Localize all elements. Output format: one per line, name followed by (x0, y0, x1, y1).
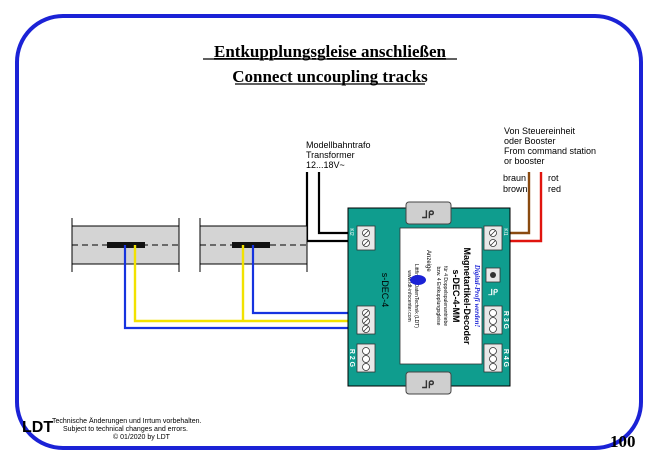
decoder-label (399, 227, 483, 365)
wire-transformer-2 (317, 172, 357, 235)
footer-line-3: © 01/2020 by LDT (113, 433, 171, 441)
decoder-model-small: s-DEC-4 (380, 273, 390, 308)
terminal-label-kl1: Kl1 (502, 228, 508, 235)
clip-logo-bottom: ᒧᑭ (422, 380, 435, 391)
wire-brown-label-en: brown (503, 184, 528, 194)
terminal-block-outputs-1 (356, 305, 376, 335)
title-english: Connect uncoupling tracks (232, 67, 428, 86)
command-station-label-4: or booster (504, 156, 545, 166)
mounting-clip-bottom (405, 371, 452, 395)
footer-line-1: Technische Änderungen und Irrtum vorbeha… (52, 417, 201, 425)
decoder-slogan: Digital-Profi werden! (473, 264, 481, 328)
ce-mark (410, 275, 426, 285)
clip-logo-top: ᒧᑭ (422, 210, 435, 221)
wire-red (497, 172, 543, 243)
wire-blue-track-1 (123, 245, 358, 330)
decoder-company-2: www.ldt-infocenter.com (406, 270, 412, 321)
command-station-label-3: From command station (504, 146, 596, 156)
terminal-block-transformer (356, 225, 376, 251)
wire-blue-track-2 (251, 245, 358, 315)
terminal-label-kl2: Kl2 (348, 228, 354, 235)
footer-line-2: Subject to technical changes and errors. (63, 426, 188, 433)
wire-yellow-track-1 (133, 245, 358, 323)
page-number: 100 (610, 432, 636, 451)
terminal-label-r3g: R 3 G (502, 311, 509, 330)
transformer-label-2: Transformer (306, 150, 355, 160)
wire-red-label-de: rot (548, 173, 559, 183)
wire-red-label-en: red (548, 184, 561, 194)
ldt-logo: LDT (22, 419, 53, 436)
decoder-desc-1: für 4 Doppelspulenantriebe (442, 266, 448, 326)
decoder-company-1: Littfinski DatenTechnik (LDT) (413, 264, 419, 328)
terminal-block-outputs-2 (356, 343, 376, 373)
command-station-label-1: Von Steuereinheit (504, 126, 576, 136)
terminal-label-r4g: R 4 G (502, 349, 509, 368)
terminal-block-outputs-4 (483, 343, 503, 373)
decoder-name-1: Magnetartikel-Decoder (462, 247, 472, 345)
mounting-clip-top (405, 201, 452, 225)
terminal-label-r2g: R 2 G (348, 349, 355, 368)
decoder-desc-3: Anzeige (425, 250, 431, 272)
terminal-block-command-station (483, 225, 503, 251)
title-german: Entkupplungsgleise anschließen (214, 42, 446, 61)
decoder-name-2: s-DEC-4-MM (451, 270, 461, 323)
wire-brown-label-de: braun (503, 173, 526, 183)
terminal-block-outputs-3 (483, 305, 503, 335)
board-logo: ᒧᑭ (488, 288, 498, 297)
transformer-label-3: 12...18V~ (306, 160, 345, 170)
command-station-label-2: oder Booster (504, 136, 556, 146)
decoder-board: ᒧᑭ ᒧᑭ Digital-Profi werden! Magnetartike… (347, 201, 511, 395)
decoder-desc-2: bzw. 4 Entkupplungsgleise (435, 267, 441, 326)
transformer-label-1: Modellbahntrafo (306, 140, 371, 150)
